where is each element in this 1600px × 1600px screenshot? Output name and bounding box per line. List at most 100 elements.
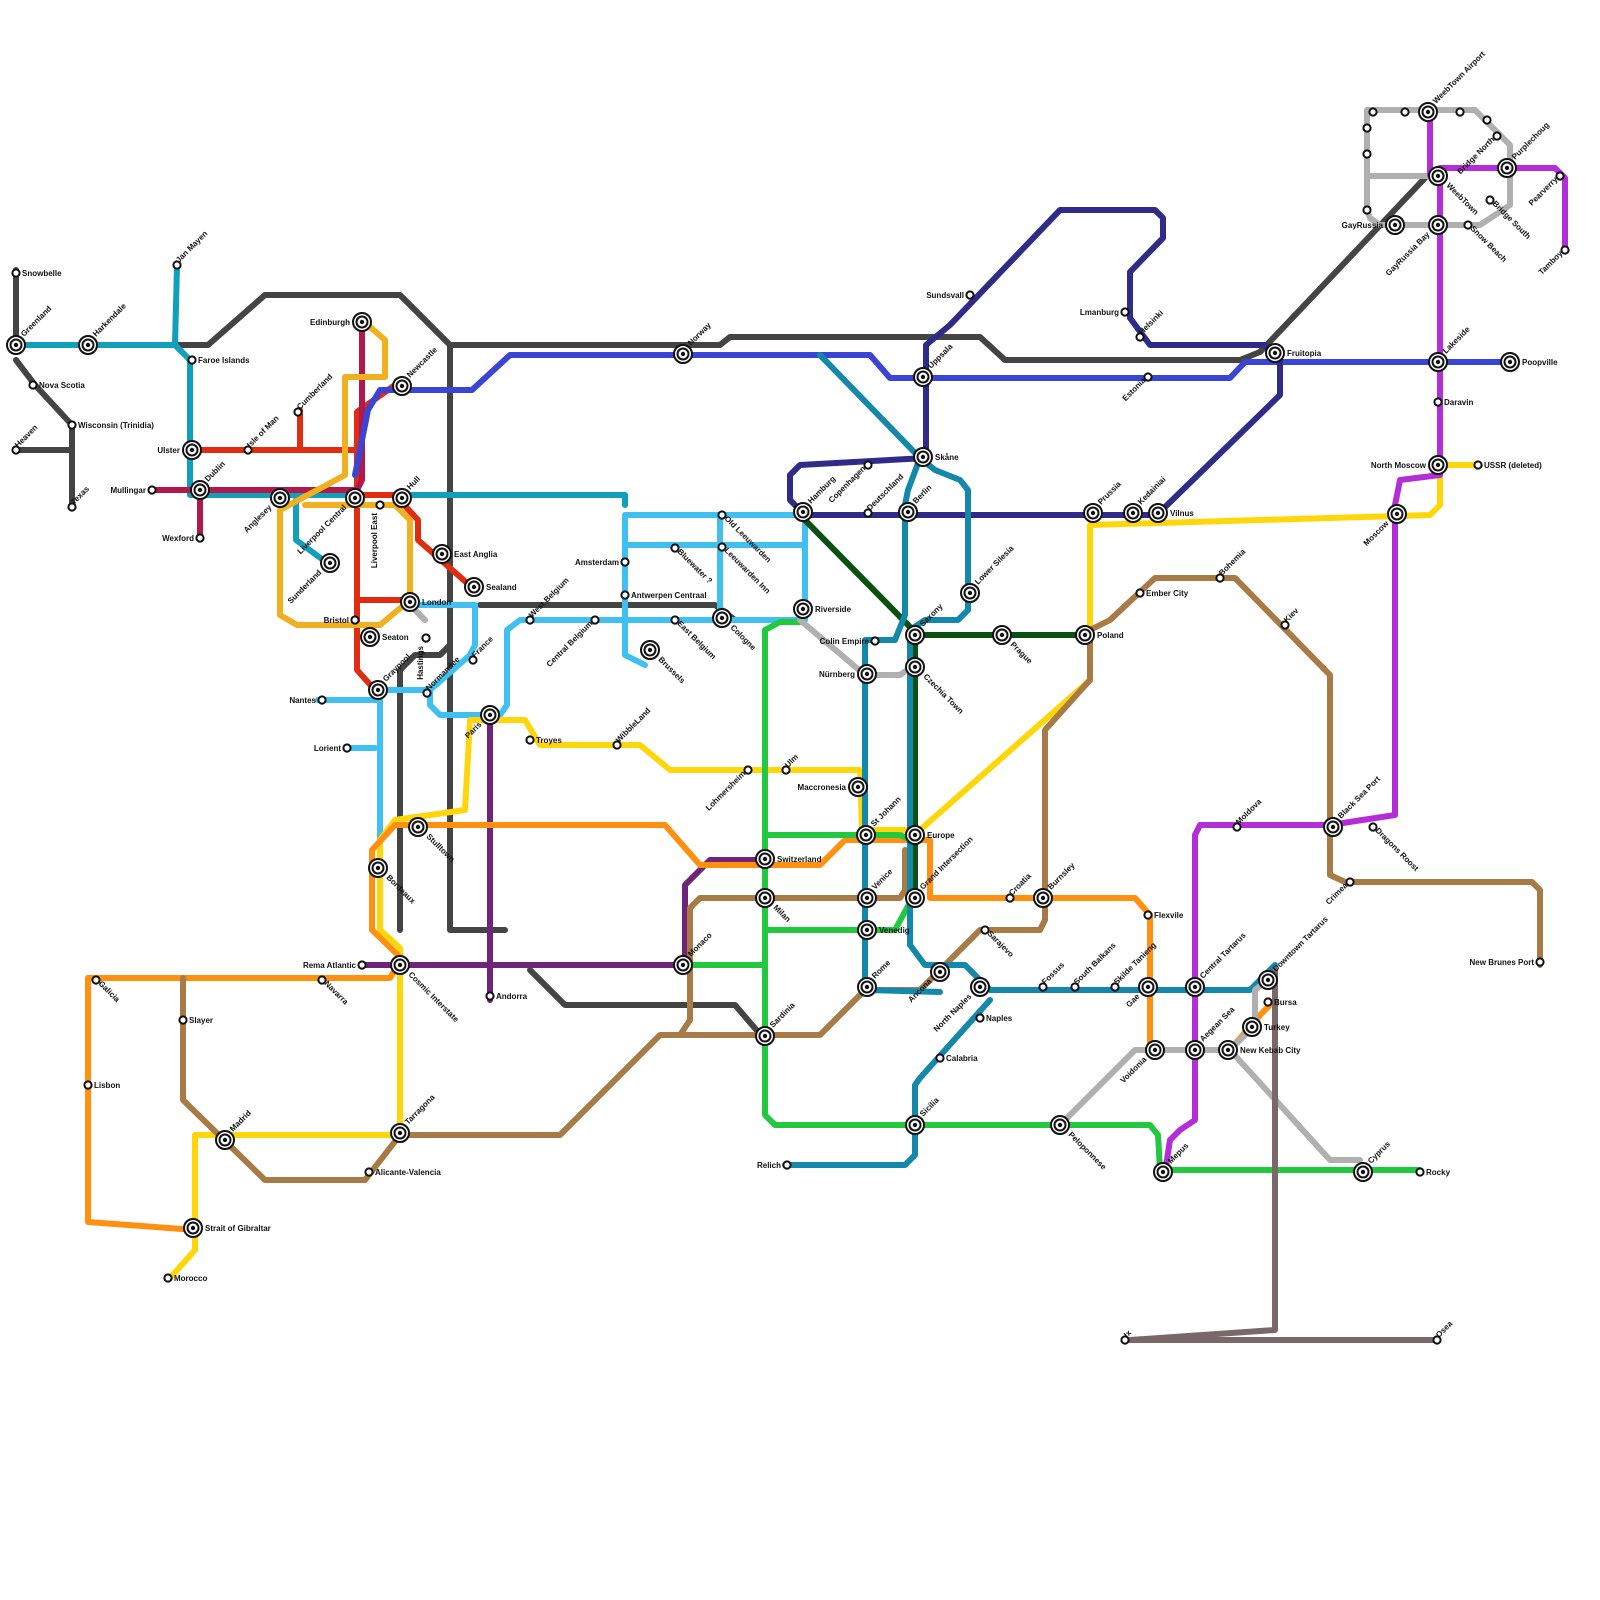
station-jan-mayen[interactable]: Jan Mayen [173,229,209,269]
station-poland[interactable]: Poland [1076,626,1124,644]
station-mullingar[interactable]: Mullingar [110,486,155,495]
station-sealand[interactable]: Sealand [465,578,517,596]
unlabeled-stop-1[interactable] [1363,150,1370,157]
station-moscow[interactable]: Moscow [1362,505,1406,548]
station-label: Ulster [157,446,180,455]
interchange-marker [1084,504,1102,522]
station-sk-ne[interactable]: Skåne [914,448,959,466]
station-lohmersheim[interactable]: Lohmersheim [704,766,752,812]
station-north-moscow[interactable]: North Moscow [1371,456,1447,474]
station-morocco[interactable]: Morocco [164,1274,207,1283]
station-daravin[interactable]: Daravin [1434,398,1473,407]
station-lmanburg[interactable]: Lmanburg [1080,308,1129,317]
station-downtown-tartarus[interactable]: Downtown Tartarus [1259,914,1330,989]
station-strait-of-gibraltar[interactable]: Strait of Gibraltar [184,1219,271,1237]
station-venedig[interactable]: Venedig [858,921,910,939]
station-rema-atlantic[interactable]: Rema Atlantic [303,961,366,970]
station-pearverry[interactable]: Pearverry [1527,172,1564,207]
station-crimea[interactable]: Crimea [1324,878,1354,906]
station-dragons-roost[interactable]: Dragons Roost [1369,823,1420,873]
unlabeled-stop-4[interactable] [1401,108,1408,115]
station-ussr-deleted[interactable]: USSR (deleted) [1474,461,1542,470]
station-east-anglia[interactable]: East Anglia [433,545,498,563]
interchange-marker [756,1027,774,1045]
station-brussels[interactable]: Brussels [641,641,687,686]
station-label: Liverpool Central [296,503,349,556]
station-ancona[interactable]: Ancona [906,963,949,1004]
station-cumberland[interactable]: Cumberland [294,372,334,416]
interchange-marker [1124,504,1142,522]
station-slayer[interactable]: Slayer [179,1016,213,1025]
station-sicilia[interactable]: Sicilia [906,1095,941,1134]
station-new-brunes-port[interactable]: New Brunes Port [1470,958,1544,967]
station-london[interactable]: London [401,593,451,611]
unlabeled-stop-0[interactable] [1363,124,1370,131]
station-bristol[interactable]: Bristol [324,616,359,625]
gray-line-46 [800,620,910,675]
station-old-leeuwarden[interactable]: Old Leeuwarden [718,511,773,564]
interchange-marker [216,1131,234,1149]
station-wexford[interactable]: Wexford [162,534,203,543]
interchange-marker [1154,1163,1172,1181]
station-wisconsin-trinidia[interactable]: Wisconsin (Trinidia) [68,421,154,430]
station-kiev[interactable]: Kiev [1281,606,1300,629]
station-sundsvall[interactable]: Sundsvall [926,291,973,300]
station-edinburgh[interactable]: Edinburgh [310,313,371,331]
station-prague[interactable]: Prague [993,626,1035,666]
station-central-belgium[interactable]: Central Belgium [545,616,599,668]
station-naples[interactable]: Naples [976,1014,1012,1023]
station-andorra[interactable]: Andorra [486,992,527,1001]
station-hull[interactable]: Hull [393,474,422,507]
station-seaton[interactable]: Seaton [361,628,409,646]
station-snow-beach[interactable]: Snow Beach [1464,221,1508,264]
station-helsinki[interactable]: Helsinki [1136,308,1165,340]
station-rocky[interactable]: Rocky [1416,1168,1450,1177]
station-antwerpen-centraal[interactable]: Antwerpen Centraal [621,591,706,600]
station-troyes[interactable]: Troyes [526,736,562,745]
station-liverpool-east[interactable]: Liverpool East [370,501,384,568]
station-turkey[interactable]: Turkey [1243,1018,1290,1036]
unlabeled-stop-3[interactable] [1369,108,1376,115]
station-milan[interactable]: Milan [756,889,792,924]
station-west-belgium[interactable]: West Belgium [526,576,570,624]
station-amsterdam[interactable]: Amsterdam [575,558,629,567]
unlabeled-stop-6[interactable] [1483,116,1490,123]
unlabeled-stop-2[interactable] [1363,206,1370,213]
station-lorient[interactable]: Lorient [314,744,351,753]
station-marker [376,501,383,508]
station-flexvile[interactable]: Flexvile [1144,911,1184,920]
station-poopville[interactable]: Poopville [1501,353,1558,371]
station-faroe-islands[interactable]: Faroe Islands [188,356,250,365]
station-riverside[interactable]: Riverside [794,600,852,618]
station-osea[interactable]: Osea [1433,1319,1454,1344]
station-calabria[interactable]: Calabria [936,1054,978,1063]
station-north-naples[interactable]: North Naples [932,978,989,1034]
station-south-balkans[interactable]: South Balkans [1071,940,1118,990]
station-bursa[interactable]: Bursa [1264,998,1297,1007]
station-nantes[interactable]: Nantes [289,696,325,705]
station-bordeaux[interactable]: Bordeaux [369,859,417,906]
station-sunderland[interactable]: Sunderland [286,554,339,606]
station-alicante-valencia[interactable]: Alicante-Valencia [365,1168,441,1177]
station-fossus[interactable]: Fossus [1039,960,1066,991]
station-label: Troyes [536,736,562,745]
map-lines [16,110,1565,1340]
station-lisbon[interactable]: Lisbon [84,1081,120,1090]
station-cologne[interactable]: Cologne [713,609,758,652]
station-tamboy[interactable]: Tamboy [1537,246,1569,276]
station-east-belgium[interactable]: East Belgium [671,616,717,661]
station-n-rnberg[interactable]: Nürnberg [819,665,876,683]
station-ulster[interactable]: Ulster [157,441,201,459]
station-new-kebab-city[interactable]: New Kebab City [1219,1041,1301,1059]
station-bluewater[interactable]: Bluewater ? [671,544,714,585]
station-label: Sardinia [768,1000,797,1029]
unlabeled-stop-5[interactable] [1456,108,1463,115]
station-snowbelle[interactable]: Snowbelle [12,269,62,278]
station-relich[interactable]: Relich [757,1161,791,1170]
station-normandee[interactable]: Normandee [423,655,462,697]
teal-line-8 [175,265,177,345]
station-weebtown[interactable]: WeebTown [1429,167,1480,217]
station-madrid[interactable]: Madrid [216,1108,253,1149]
station-maccronesia[interactable]: Maccronesia [798,778,867,796]
